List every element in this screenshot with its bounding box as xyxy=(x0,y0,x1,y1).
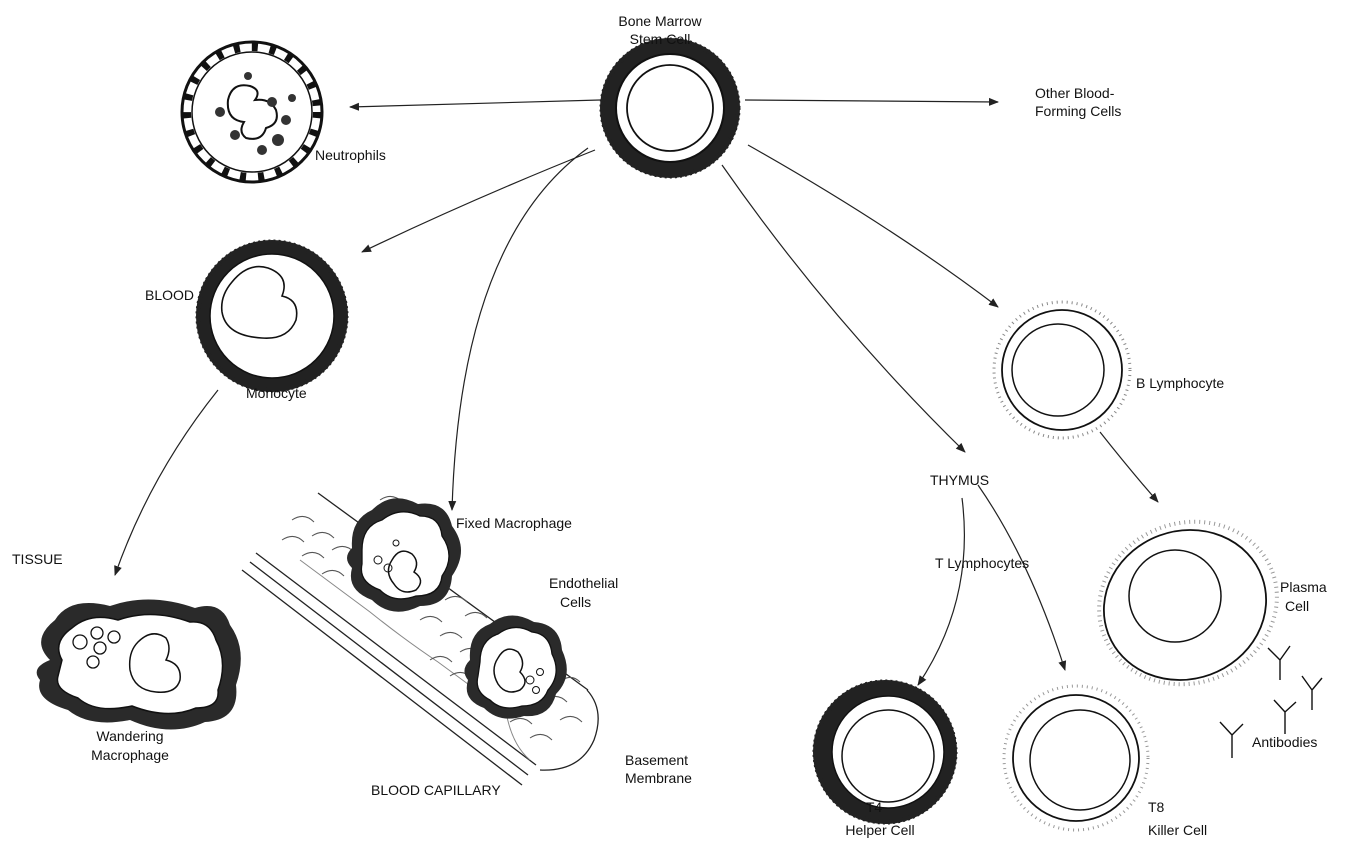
antibody-3 xyxy=(1274,700,1296,734)
label-thymus: THYMUS xyxy=(930,472,989,488)
label-wandering-line1: Wandering xyxy=(96,728,163,744)
antibody-4 xyxy=(1220,722,1243,758)
arrow-thymus-to-helper xyxy=(918,498,964,685)
label-endothelial-line2: Cells xyxy=(560,594,591,610)
stem-cell xyxy=(600,38,740,178)
blood-capillary xyxy=(242,493,598,785)
label-blood: BLOOD xyxy=(145,287,194,303)
label-endothelial-line1: Endothelial xyxy=(549,575,618,591)
label-other-cells-line2: Forming Cells xyxy=(1035,103,1121,119)
wandering-macrophage-cell xyxy=(37,599,241,729)
antibody-2 xyxy=(1302,676,1322,710)
neutrophil-cell xyxy=(182,42,322,182)
monocyte-cell xyxy=(196,240,348,392)
arrow-stem-to-other-cells xyxy=(745,100,998,102)
label-plasma-line1: Plasma xyxy=(1280,579,1327,595)
label-monocyte: Monocyte xyxy=(246,385,307,401)
label-fixed-macrophage: Fixed Macrophage xyxy=(456,515,572,531)
label-antibodies: Antibodies xyxy=(1252,734,1317,750)
label-t-lymphocytes: T Lymphocytes xyxy=(935,555,1029,571)
arrow-b-to-plasma xyxy=(1100,432,1158,502)
arrow-thymus-to-killer xyxy=(978,485,1065,670)
t8-killer-cell xyxy=(1004,686,1148,830)
fixed-macrophage-cell xyxy=(347,498,461,612)
label-killer-line1: T8 xyxy=(1148,799,1165,815)
label-tissue: TISSUE xyxy=(12,551,63,567)
arrow-stem-to-neutrophils xyxy=(350,100,600,107)
arrow-stem-to-b-lymphocyte xyxy=(748,145,998,307)
label-wandering-line2: Macrophage xyxy=(91,747,169,763)
label-other-cells-line1: Other Blood- xyxy=(1035,85,1115,101)
label-neutrophils: Neutrophils xyxy=(315,147,386,163)
label-basement-line2: Membrane xyxy=(625,770,692,786)
label-plasma-line2: Cell xyxy=(1285,598,1309,614)
capillary-macrophage-cell xyxy=(464,615,566,718)
b-lymphocyte-cell xyxy=(994,302,1130,438)
label-stem-cell-line1: Bone Marrow xyxy=(618,13,702,29)
label-blood-capillary: BLOOD CAPILLARY xyxy=(371,782,501,798)
label-helper-line1: T4 xyxy=(866,799,883,815)
arrow-stem-to-monocyte xyxy=(362,150,595,252)
label-b-lymphocyte: B Lymphocyte xyxy=(1136,375,1224,391)
label-stem-cell-line2: Stem Cell xyxy=(630,31,691,47)
label-killer-line2: Killer Cell xyxy=(1148,822,1207,838)
arrow-stem-to-thymus xyxy=(722,165,965,452)
label-basement-line1: Basement xyxy=(625,752,688,768)
arrow-monocyte-to-wandering xyxy=(115,390,218,575)
arrow-stem-to-fixed-macrophage xyxy=(452,148,588,510)
label-helper-line2: Helper Cell xyxy=(845,822,914,838)
plasma-cell xyxy=(1076,497,1300,709)
antibody-1 xyxy=(1268,646,1290,680)
t4-helper-cell xyxy=(813,680,957,824)
